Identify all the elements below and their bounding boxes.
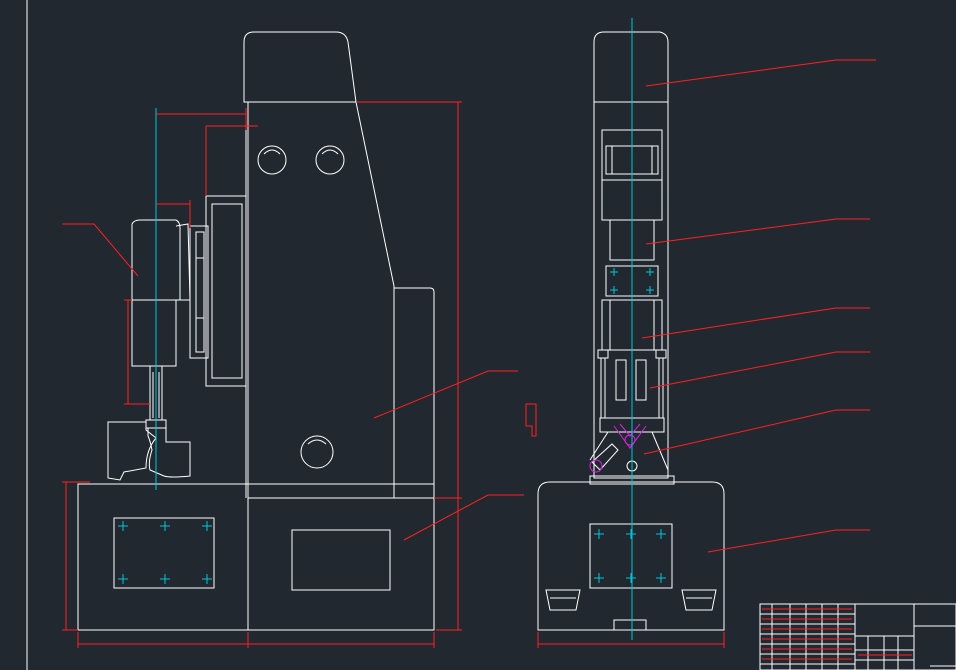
side-housing	[394, 287, 435, 499]
side-view	[537, 18, 876, 648]
leader-side-3	[641, 307, 870, 339]
detail-symbol	[525, 403, 537, 437]
side-guide-rods	[597, 349, 667, 418]
base-panel-left	[113, 517, 215, 589]
side-column-top	[593, 31, 669, 103]
leader-side-4	[649, 351, 870, 389]
leader-side-2	[645, 218, 870, 245]
leader-column	[373, 370, 518, 419]
side-base-foot-right	[681, 589, 717, 611]
side-base-marks	[594, 529, 666, 583]
guide-rail	[189, 225, 209, 359]
side-plate-marks	[610, 268, 654, 294]
slide-plate-outer	[205, 195, 247, 387]
anvil-body	[147, 427, 191, 478]
column-top	[243, 31, 357, 103]
leader-motor	[62, 223, 139, 277]
front-base	[77, 483, 435, 631]
motor-bracket	[175, 223, 191, 301]
side-dimensions	[537, 632, 725, 648]
upper-hole-left-mark	[263, 149, 281, 155]
side-base-notch	[613, 619, 647, 631]
front-dimensions	[62, 101, 462, 648]
leader-side-1	[645, 59, 876, 87]
title-block	[759, 603, 956, 670]
motor-cap	[131, 219, 181, 301]
leader-base	[403, 494, 524, 541]
side-base	[537, 481, 725, 631]
leader-side-5	[643, 409, 870, 455]
side-base-foot-left	[545, 589, 581, 611]
panel-cross-marks	[118, 521, 212, 584]
front-view	[62, 31, 537, 648]
lower-hole-mark	[307, 439, 327, 445]
side-base-panel	[589, 523, 673, 589]
base-panel-right	[291, 529, 391, 591]
front-leaders	[62, 223, 524, 541]
upper-hole-right-mark	[321, 149, 339, 155]
side-column-body	[593, 101, 669, 479]
column-body	[244, 101, 395, 499]
spindle-housing	[131, 299, 177, 367]
lower-hole	[300, 435, 334, 469]
slide-plate-inner	[211, 203, 243, 379]
upper-hole-left	[257, 145, 287, 175]
leader-side-6	[707, 529, 870, 553]
work-holder	[107, 421, 157, 481]
guide-rail-inner	[195, 231, 205, 353]
upper-hole-right	[315, 145, 345, 175]
side-leaders	[641, 59, 876, 553]
